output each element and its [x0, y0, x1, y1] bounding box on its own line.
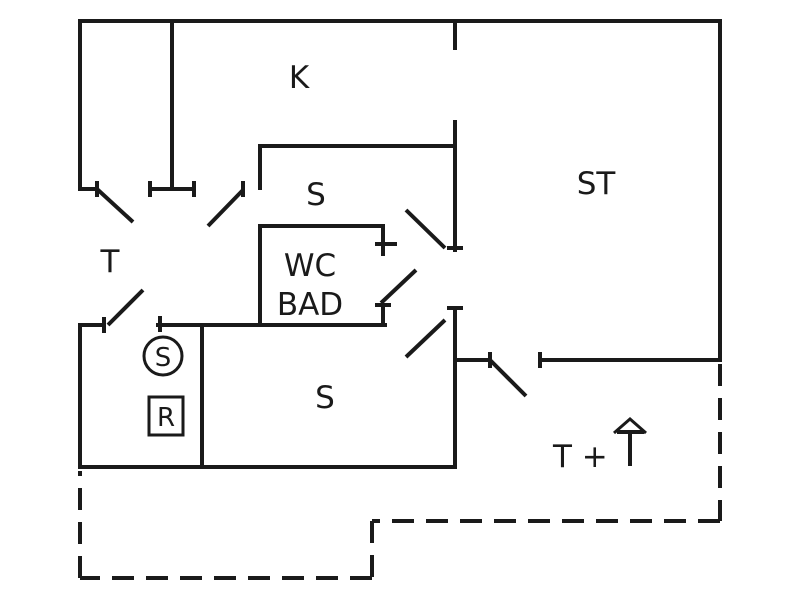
box-symbol	[147, 395, 185, 437]
roof-symbol-icon	[613, 417, 647, 466]
room-label-bath: BAD	[277, 287, 343, 323]
box-symbol-label: R	[157, 403, 175, 433]
circle-symbol-label: S	[155, 343, 172, 373]
room-label-kitchen: K	[289, 60, 310, 96]
room-label-wc: WC	[284, 248, 336, 284]
room-labels: K ST S T WC BAD S T +	[100, 60, 647, 475]
room-label-living: ST	[577, 166, 617, 202]
terrace-outline	[78, 364, 722, 580]
fixtures: S R	[142, 335, 185, 437]
room-label-terrace: T +	[552, 439, 608, 475]
doors	[95, 181, 528, 398]
circle-symbol	[142, 335, 184, 377]
walls	[78, 19, 722, 469]
room-label-bedroom-bottom: S	[315, 380, 335, 416]
room-label-bedroom-top: S	[306, 177, 326, 213]
room-label-hall: T	[100, 244, 121, 280]
